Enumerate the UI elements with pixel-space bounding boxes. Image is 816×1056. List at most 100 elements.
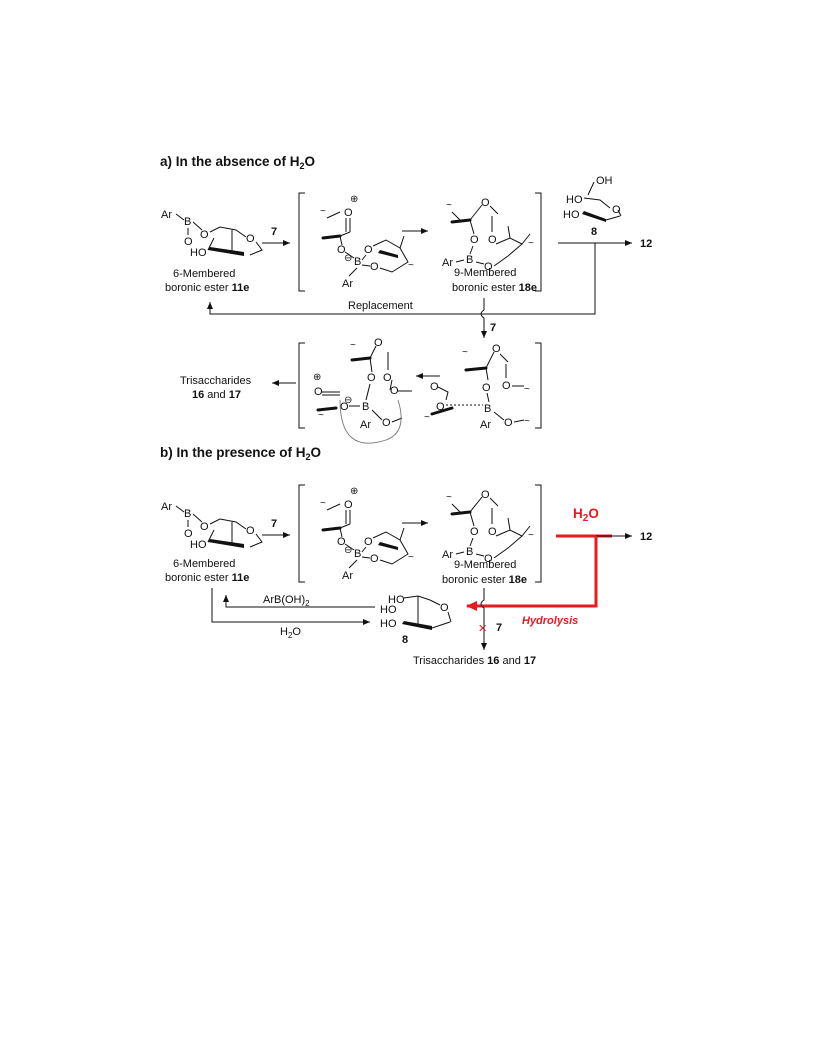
arboh2-label: ArB(OH)2 [263,594,310,608]
hydroxyl-group: OH [596,175,613,187]
boronic-ester-11e-structure: Ar B O O O HO [161,209,263,259]
blocked-arrow [480,588,487,650]
oxygen-atom: O [184,528,193,540]
product-12-label: 12 [640,531,652,543]
ar-group: Ar [442,257,453,269]
hydrolysis-label: Hydrolysis [522,615,578,627]
label-9-membered: 9-Membered [454,559,516,571]
ar-group: Ar [161,209,172,221]
wavy-bond: ~ [524,384,530,395]
hydrolysis-arrow-h2o [211,588,370,625]
compound-8-label: 8 [591,226,597,238]
oxygen-atom: O [484,261,493,273]
wavy-bond: ~ [408,552,414,563]
bracket-right [535,342,542,429]
label-boronic-ester-18e: boronic ester 18e [452,282,537,294]
reagent-7-label: 7 [271,518,277,530]
boron-atom: B [354,256,361,268]
section-a: a) In the absence of H2O Ar B O O O HO 6… [160,154,652,444]
hydroxyl-group: HO [190,247,207,259]
wavy-bond: ~ [446,200,452,211]
oxygen-atom: O [344,207,353,219]
oxygen-atom: O [484,553,493,565]
boron-atom: B [484,403,491,415]
oxygen-atom: O [430,381,439,393]
ring-oxygen: O [440,602,449,614]
reagent-7-label: 7 [496,622,502,634]
ring-oxygen: O [481,197,490,209]
reverse-arrow [223,595,375,608]
oxygen-atom: O [488,526,497,538]
section-a-heading: a) In the absence of H2O [160,154,315,171]
section-b: b) In the presence of H2O Ar B O O O HO … [160,445,652,667]
blocked-cross-icon: ✕ [478,623,487,635]
boron-atom: B [354,548,361,560]
label-boronic-ester-18e: boronic ester 18e [442,574,527,586]
replacement-label: Replacement [348,300,413,312]
hydroxyl-group: HO [380,618,397,630]
wavy-bond: ~ [528,530,534,541]
wavy-bond: ~ [524,416,530,427]
intermediate-boronate-structure: ⊕ O ~ O ⊖ B Ar O O ~ [320,486,414,582]
wavy-bond: ~ [320,498,326,509]
trisaccharides-label: Trisaccharides [180,375,252,387]
reaction-arrow-down [480,298,487,338]
hydroxyl-group: HO [563,209,580,221]
boron-atom: B [466,254,473,266]
oxygen-atom: O [370,261,379,273]
oxygen-atom: O [370,553,379,565]
bracket-left [298,192,305,292]
ring-oxygen: O [246,525,255,537]
oxygen-atom: O [470,526,479,538]
trisaccharides-numbers: 16 and 17 [192,389,241,401]
boronic-ester-11e-structure: Ar B O O O HO [161,501,263,551]
oxygen-atom: O [340,401,349,413]
ring-oxygen: O [492,343,501,355]
boron-atom: B [184,216,191,228]
reagent-7-label: 7 [271,226,277,238]
oxygen-atom: O [184,236,193,248]
oxygen-atom: O [200,521,209,533]
ar-group: Ar [442,549,453,561]
ar-group: Ar [360,419,371,431]
ring-oxygen: O [612,204,621,216]
ar-group: Ar [342,278,353,290]
positive-charge: ⊕ [350,486,358,497]
boron-atom: B [466,546,473,558]
negative-charge: ⊖ [344,253,352,264]
bracket-left [298,342,305,429]
ring-oxygen: O [374,337,383,349]
wavy-bond: ~ [462,347,468,358]
label-6-membered: 6-Membered [173,268,235,280]
oxygen-atom: O [344,499,353,511]
ar-group: Ar [342,570,353,582]
label-6-membered: 6-Membered [173,558,235,570]
wavy-bond: ~ [318,410,324,421]
negative-charge: ⊖ [344,545,352,556]
oxygen-atom: O [367,372,376,384]
compound-8-label: 8 [402,634,408,646]
compound-8-structure: HO HO HO O [380,594,452,630]
h2o-label: H2O [280,626,301,640]
transition-state-structure: ~ O O O ⊕ O ~ O ⊖ B Ar O O [313,337,412,444]
hydroxyl-group: HO [380,604,397,616]
complex-structure: ~ O O O ~ B Ar O ~ O O ~ [424,343,530,431]
trisaccharides-label: Trisaccharides 16 and 17 [413,655,536,667]
hydroxyl-group: HO [388,594,405,606]
hydrolysis-arrow [466,536,598,611]
oxygen-atom: O [470,234,479,246]
oxygen-atom: O [364,244,373,256]
wavy-bond: ~ [446,492,452,503]
bracket-right [535,484,542,583]
oxygen-atom: O [436,401,445,413]
oxygen-atom: O [337,536,346,548]
oxygen-atom: O [482,382,491,394]
oxygen-atom: O [383,372,392,384]
oxygen-atom: O [502,380,511,392]
wavy-bond: ~ [528,238,534,249]
wavy-bond: ~ [350,340,356,351]
intermediate-boronate-structure: ⊕ O ~ O ⊖ B Ar O O ~ [320,194,414,290]
boron-atom: B [184,508,191,520]
boron-atom: B [362,401,369,413]
replacement-arrow [207,243,596,315]
